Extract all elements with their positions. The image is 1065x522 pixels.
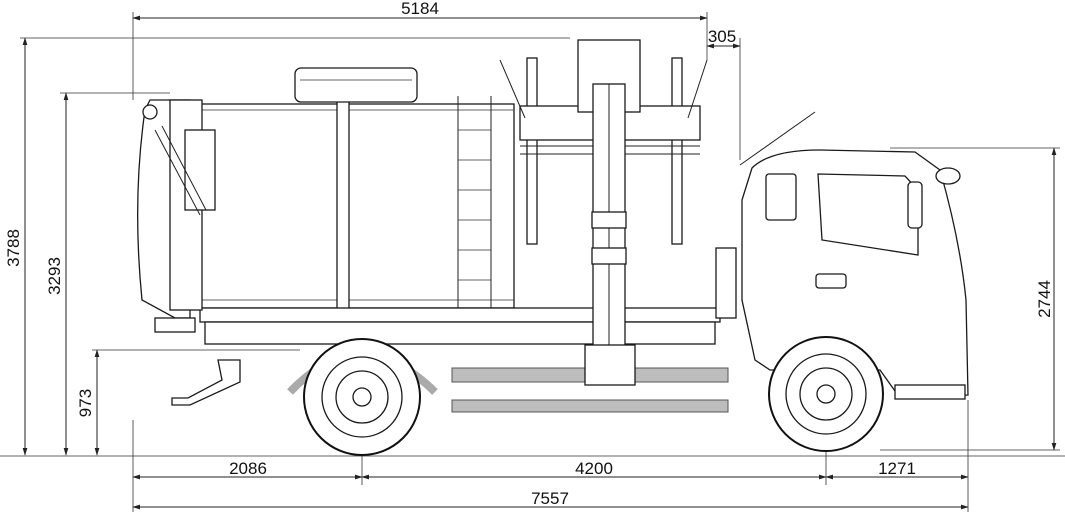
dim-bottom-overall: 7557 — [531, 489, 569, 508]
dim-left-lower: 973 — [76, 389, 95, 417]
dim-bottom-front-overhang: 1271 — [878, 459, 916, 478]
lift-mast — [499, 39, 708, 386]
front-wheel — [768, 336, 884, 452]
refuse-body — [199, 67, 721, 345]
rear-wheel — [303, 338, 421, 456]
dim-top-overhang: 305 — [708, 27, 736, 46]
dim-right-cab: 2744 — [1035, 280, 1054, 318]
rear-tailgate — [137, 99, 216, 333]
rear-step — [171, 359, 241, 406]
truck-cab — [715, 111, 969, 400]
dim-bottom-wheelbase: 4200 — [575, 459, 613, 478]
dim-bottom-rear-overhang: 2086 — [229, 459, 267, 478]
dimension-lines — [0, 12, 1065, 512]
dim-top-overall: 5184 — [401, 0, 439, 18]
dimension-labels: 5184 305 3788 3293 973 2744 2086 4200 12… — [4, 0, 1054, 508]
dim-left-outer: 3788 — [4, 229, 23, 267]
ladder — [457, 96, 492, 312]
dim-left-inner: 3293 — [45, 257, 64, 295]
